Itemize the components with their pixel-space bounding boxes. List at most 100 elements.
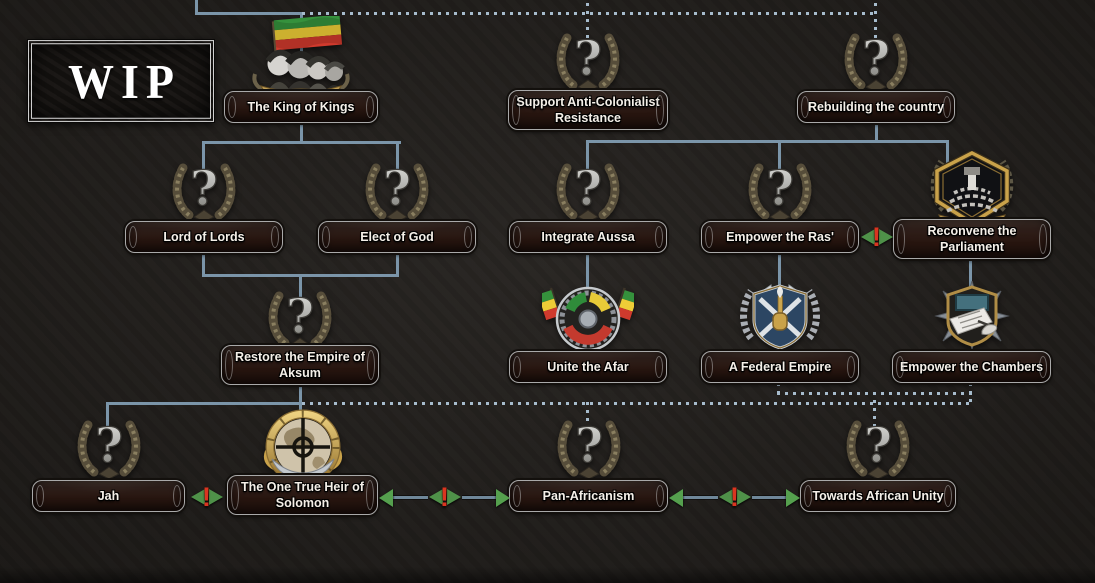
connector-line xyxy=(683,496,718,499)
exclusive-arrow-right-icon xyxy=(878,229,893,245)
focus-label-text: Pan-Africanism xyxy=(542,488,635,503)
focus-label-text: Aksum xyxy=(279,366,321,380)
focus-node-unite-the-afar[interactable]: Unite the Afar xyxy=(509,281,667,383)
wip-plate: WIP xyxy=(28,40,214,122)
connector-line-dotted xyxy=(302,402,973,405)
connector-line xyxy=(300,122,303,144)
focus-label[interactable]: Jah xyxy=(32,480,185,512)
focus-label-text: Jah xyxy=(97,488,120,503)
focus-node-pan-africanism[interactable]: Pan-Africanism xyxy=(509,412,668,512)
focus-node-rebuilding-the-country[interactable]: Rebuilding the country xyxy=(797,25,955,123)
focus-label[interactable]: A Federal Empire xyxy=(701,351,859,383)
green-arrow-right-icon xyxy=(496,488,510,507)
focus-node-elect-of-god[interactable]: Elect of God xyxy=(318,155,476,253)
focus-label[interactable]: Reconvene the Parliament xyxy=(893,219,1051,259)
focus-node-empower-the-ras[interactable]: Empower the Ras' xyxy=(701,155,859,253)
green-arrow-left-icon xyxy=(669,488,683,507)
focus-node-one-true-heir-of-solomon[interactable]: The One True Heir of Solomon xyxy=(227,409,378,515)
exclamation-icon: ! xyxy=(730,481,739,512)
focus-label-text: The One True Heir of xyxy=(241,479,364,494)
focus-label[interactable]: Support Anti-Colonialist Resistance xyxy=(508,90,668,130)
connector-line-dotted xyxy=(302,12,878,15)
exclusive-arrow-left-icon xyxy=(718,489,733,505)
connector-line xyxy=(946,140,949,182)
focus-node-support-anti-colonialist-resistance[interactable]: Support Anti-Colonialist Resistance xyxy=(508,25,668,130)
exclamation-icon: ! xyxy=(202,481,211,512)
connector-line-dotted xyxy=(873,392,876,428)
placeholder-question-icon xyxy=(743,155,817,228)
chambers-writing-shield-icon xyxy=(930,281,1014,358)
focus-label-text: Elect of God xyxy=(360,229,434,244)
connector-line xyxy=(778,140,781,172)
connector-line-dotted xyxy=(969,383,972,405)
focus-label[interactable]: Towards African Unity xyxy=(800,480,956,512)
connector-line xyxy=(396,252,399,277)
connector-line-dotted xyxy=(586,3,589,41)
focus-label-text: A Federal Empire xyxy=(728,359,832,374)
wip-label: WIP xyxy=(68,54,181,108)
focus-label[interactable]: Pan-Africanism xyxy=(509,480,668,512)
connector-line xyxy=(586,140,589,172)
placeholder-question-icon xyxy=(167,155,241,228)
connector-line xyxy=(299,274,302,300)
focus-label-text: Restore the Empire of xyxy=(235,349,365,364)
focus-label-text: Empower the Ras' xyxy=(726,229,834,244)
focus-node-empower-the-chambers[interactable]: Empower the Chambers xyxy=(892,281,1051,383)
focus-label[interactable]: Elect of God xyxy=(318,221,476,253)
connector-line xyxy=(202,141,205,171)
focus-node-lord-of-lords[interactable]: Lord of Lords xyxy=(125,155,283,253)
connector-line-dotted xyxy=(586,402,589,428)
focus-label[interactable]: Empower the Ras' xyxy=(701,221,859,253)
mutually-exclusive-connector: ! xyxy=(379,481,510,512)
mutually-exclusive-badge: ! xyxy=(188,481,225,512)
focus-label-text: Support Anti-Colonialist xyxy=(516,94,660,109)
mutually-exclusive-connector: ! xyxy=(669,481,800,512)
focus-node-reconvene-the-parliament[interactable]: Reconvene the Parliament xyxy=(893,151,1051,259)
focus-label-text: Reconvene the xyxy=(927,223,1017,238)
green-arrow-right-icon xyxy=(786,488,800,507)
focus-label-text: The King of Kings xyxy=(247,99,355,114)
connector-line xyxy=(875,120,878,143)
focus-node-a-federal-empire[interactable]: A Federal Empire xyxy=(701,282,859,383)
exclusive-arrow-left-icon xyxy=(428,489,443,505)
mutually-exclusive-badge: ! xyxy=(858,221,895,252)
focus-node-restore-the-empire-of-aksum[interactable]: Restore the Empire of Aksum xyxy=(221,283,379,385)
connector-line xyxy=(461,496,496,499)
exclamation-icon: ! xyxy=(440,481,449,512)
focus-label-text: Lord of Lords xyxy=(163,229,245,244)
focus-label[interactable]: The One True Heir of Solomon xyxy=(227,475,378,515)
focus-label[interactable]: The King of Kings xyxy=(224,91,378,123)
placeholder-question-icon xyxy=(841,412,915,485)
focus-label[interactable]: Empower the Chambers xyxy=(892,351,1051,383)
exclamation-icon: ! xyxy=(872,221,881,252)
focus-label[interactable]: Lord of Lords xyxy=(125,221,283,253)
focus-label[interactable]: Unite the Afar xyxy=(509,351,667,383)
focus-label[interactable]: Rebuilding the country xyxy=(797,91,955,123)
focus-node-integrate-aussa[interactable]: Integrate Aussa xyxy=(509,155,667,253)
focus-node-jah[interactable]: Jah xyxy=(32,412,185,512)
placeholder-question-icon xyxy=(839,25,913,98)
connector-line xyxy=(586,140,949,143)
focus-label[interactable]: Restore the Empire of Aksum xyxy=(221,345,379,385)
afar-medal-flags-icon xyxy=(542,281,634,362)
focus-label-text: Rebuilding the country xyxy=(807,99,945,114)
exclusive-arrow-right-icon xyxy=(446,489,461,505)
focus-label-text: Unite the Afar xyxy=(547,359,629,374)
focus-label[interactable]: Integrate Aussa xyxy=(509,221,667,253)
focus-node-king-of-kings[interactable]: The King of Kings xyxy=(224,16,378,123)
focus-label-text: Solomon xyxy=(275,496,330,510)
connector-line xyxy=(195,0,198,15)
connector-line xyxy=(202,141,401,144)
placeholder-question-icon xyxy=(551,25,625,98)
connector-line xyxy=(393,496,428,499)
placeholder-question-icon xyxy=(551,155,625,228)
ethiopian-emperors-flag-icon xyxy=(249,16,353,99)
focus-label-text: Empower the Chambers xyxy=(899,359,1044,374)
focus-label-text: Parliament xyxy=(940,240,1004,254)
placeholder-question-icon xyxy=(72,412,146,485)
connector-line xyxy=(106,402,302,405)
focus-node-towards-african-unity[interactable]: Towards African Unity xyxy=(800,412,956,512)
connector-line xyxy=(586,252,589,298)
focus-label-text: Integrate Aussa xyxy=(541,229,635,244)
connector-line xyxy=(396,141,399,171)
